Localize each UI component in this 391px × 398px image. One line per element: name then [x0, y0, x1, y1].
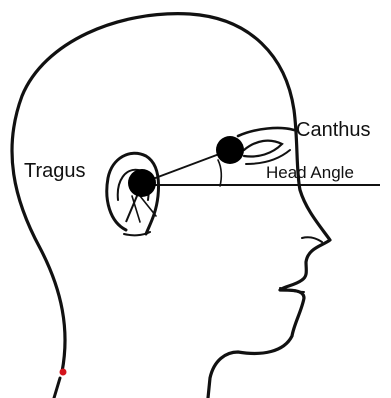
- canthus-label: Canthus: [296, 119, 371, 141]
- eyebrow-line: [238, 128, 294, 136]
- tragus-point: [128, 169, 156, 197]
- eye-outline: [244, 141, 282, 157]
- neck-back-line: [54, 378, 60, 398]
- angle-arc: [218, 160, 221, 186]
- red-marker-dot: [60, 369, 67, 376]
- nostril-line: [302, 237, 322, 242]
- tragus-label: Tragus: [24, 160, 86, 182]
- canthus-point: [216, 136, 244, 164]
- head-angle-label: Head Angle: [266, 163, 354, 182]
- head-profile-outline: [12, 14, 330, 398]
